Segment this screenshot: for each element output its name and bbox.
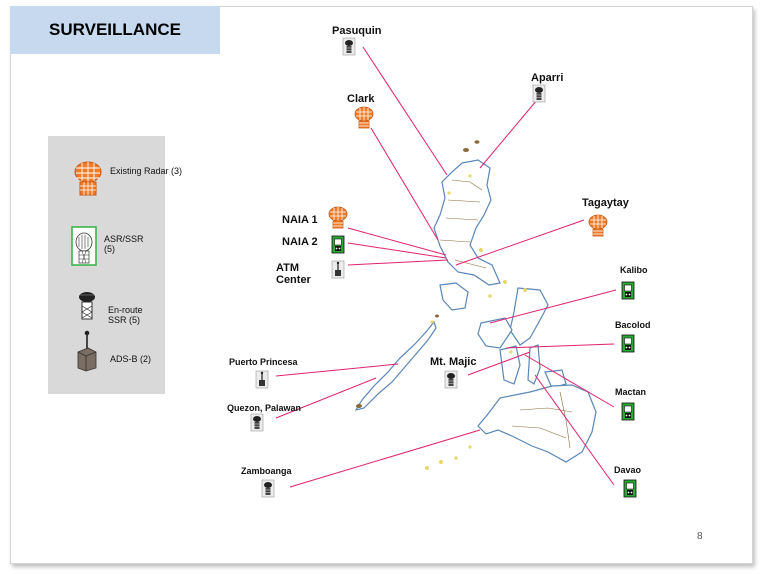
title-banner: SURVEILLANCE [10,6,220,54]
naia2-asr-icon [331,235,345,254]
legend-existing-radar-label: Existing Radar (3) [110,166,183,176]
atm-center-line2: Center [276,274,311,286]
atm-center-line1: ATM [276,262,300,274]
quezon-palawan-ssr-icon [250,413,264,432]
connector-naia1 [347,227,447,256]
connector-mt-majic [467,351,531,376]
site-label-mactan: Mactan [615,387,647,397]
connector-kalibo [489,289,617,324]
pasuquin-ssr-icon [342,37,356,56]
connector-bacolod [505,343,615,349]
legend-existing-radar-icon [74,161,102,196]
connector-quezon-palawan [275,377,377,419]
philippines-map [354,159,597,463]
atm-center-adsb-icon [331,260,345,279]
page-title: SURVEILLANCE [49,20,181,39]
connector-tagaytay [455,219,585,266]
mt-majic-ssr-icon [444,370,458,389]
connector-lines [275,46,617,488]
connector-mactan [524,354,615,408]
site-label-tagaytay: Tagaytay [582,197,629,209]
site-label-mt-majic: Mt. Majic [430,356,477,368]
site-label-pasuquin: Pasuquin [332,25,382,37]
connector-zamboanga [289,429,481,488]
connector-naia2 [347,242,447,259]
legend-enroute-ssr-icon [79,292,95,320]
connector-pasuquin [362,46,448,176]
island-dots [425,174,527,470]
mactan-asr-icon [621,402,635,421]
site-label-puerto-princesa: Puerto Princesa [229,357,298,367]
small-islands [356,140,480,408]
puerto-princesa-adsb-icon [255,370,269,389]
page-number: 8 [697,531,703,542]
connector-puerto-princesa [275,363,399,377]
connector-aparri [479,99,538,169]
site-label-atm-center: ATM Center [276,262,311,286]
legend-asr-ssr-icon [71,226,97,266]
naia1-radar-icon [328,206,348,229]
site-label-clark: Clark [347,93,375,105]
clark-radar-icon [354,106,374,129]
site-label-kalibo: Kalibo [620,265,648,275]
connector-clark [370,127,439,241]
aparri-ssr-icon [532,84,546,103]
davao-asr-icon [623,479,637,498]
site-label-naia1: NAIA 1 [282,214,318,226]
site-label-naia2: NAIA 2 [282,236,318,248]
site-label-quezon-palawan: Quezon, Palawan [227,403,302,413]
connector-davao [534,374,615,486]
legend-asr-ssr-label: ASR/SSR (5) [104,234,144,254]
connector-atm-center [347,259,449,266]
province-markings [439,179,573,449]
legend [48,136,165,394]
legend-enroute-ssr-label: En-route SSR (5) [108,305,143,325]
legend-ads-b-label: ADS-B (2) [110,354,152,364]
legend-ads-b-icon [77,330,97,372]
zamboanga-ssr-icon [261,479,275,498]
bacolod-asr-icon [621,334,635,353]
site-label-zamboanga: Zamboanga [241,466,292,476]
kalibo-asr-icon [621,281,635,300]
tagaytay-radar-icon [588,214,608,237]
site-label-bacolod: Bacolod [615,320,651,330]
site-label-aparri: Aparri [531,72,564,84]
site-label-davao: Davao [614,465,642,475]
